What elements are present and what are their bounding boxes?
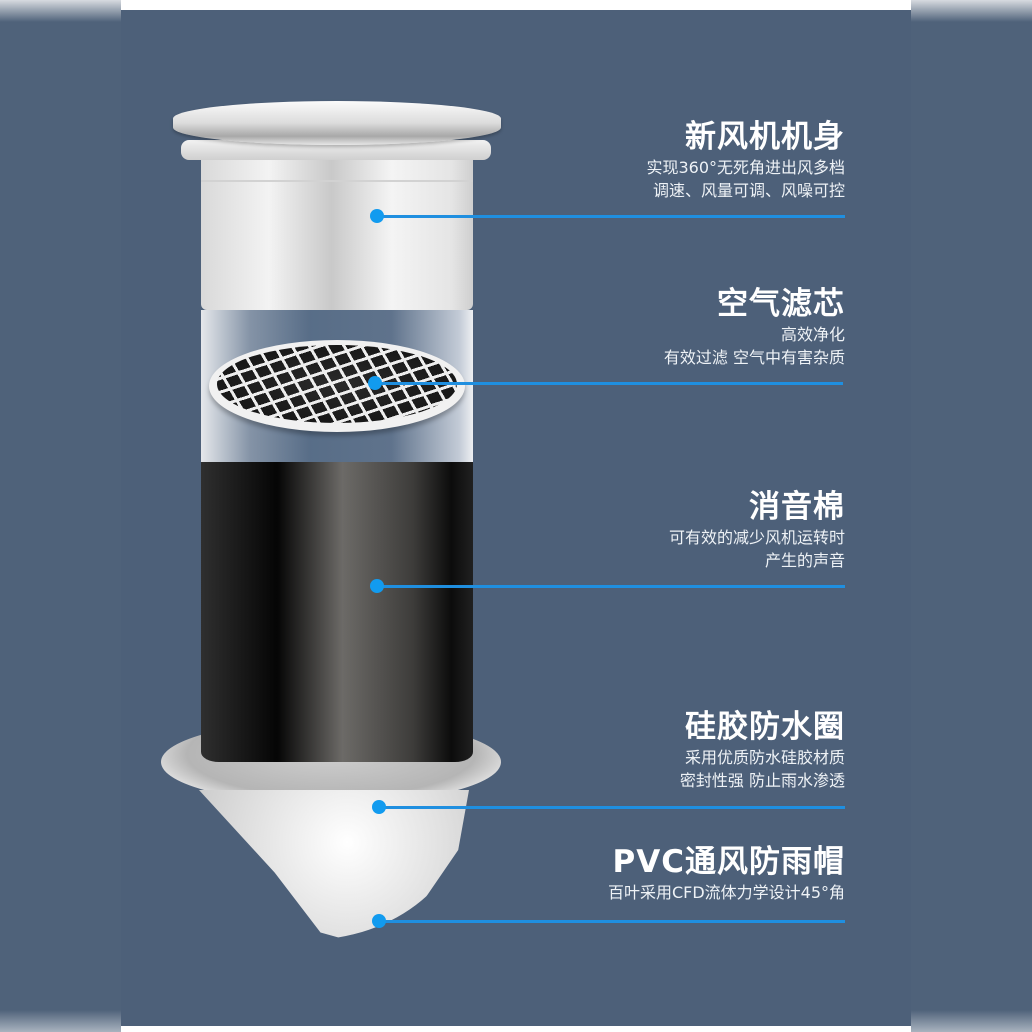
callout-dot-filter — [368, 376, 382, 390]
callout-line-foam — [379, 585, 845, 588]
top-cap-rim — [181, 140, 491, 160]
callout-rain-cap: PVC通风防雨帽 百叶采用CFD流体力学设计45°角 — [608, 843, 845, 904]
callout-desc-line: 实现360°无死角进出风多档 — [646, 158, 845, 177]
callout-dot-rain-cap — [372, 914, 386, 928]
bottom-white-strip — [121, 1026, 911, 1032]
fan-body-band — [201, 180, 473, 182]
callout-line-filter — [377, 382, 843, 385]
rain-cap-image — [199, 790, 469, 940]
callout-desc-line: 百叶采用CFD流体力学设计45°角 — [607, 883, 845, 902]
callout-desc-line: 密封性强 防止雨水渗透 — [679, 771, 845, 790]
callout-seal: 硅胶防水圈 采用优质防水硅胶材质 密封性强 防止雨水渗透 — [680, 708, 845, 792]
side-fade-bottom — [911, 1010, 1032, 1032]
top-white-strip — [121, 0, 911, 10]
callout-desc-line: 高效净化 — [780, 325, 845, 344]
right-side-strip — [911, 0, 1032, 1032]
callout-line-rain-cap — [381, 920, 845, 923]
callout-filter: 空气滤芯 高效净化 有效过滤 空气中有害杂质 — [664, 285, 845, 369]
callout-desc-line: 调速、风量可调、风噪可控 — [652, 181, 845, 200]
callout-body: 新风机机身 实现360°无死角进出风多档 调速、风量可调、风噪可控 — [646, 118, 845, 202]
callout-dot-foam — [370, 579, 384, 593]
side-fade-bottom — [0, 1010, 121, 1032]
side-fade-top — [0, 0, 121, 22]
callout-title: 消音棉 — [749, 489, 845, 525]
callout-line-seal — [381, 806, 845, 809]
callout-title: 新风机机身 — [685, 119, 845, 155]
sound-foam-image — [201, 462, 473, 762]
side-fade-top — [911, 0, 1032, 22]
callout-title: 硅胶防水圈 — [685, 709, 845, 745]
callout-title: 空气滤芯 — [717, 286, 845, 322]
callout-dot-body — [370, 209, 384, 223]
callout-foam: 消音棉 可有效的减少风机运转时 产生的声音 — [669, 488, 845, 572]
callout-desc-line: 可有效的减少风机运转时 — [668, 528, 845, 547]
fan-body-image — [201, 148, 473, 310]
callout-title: PVC通风防雨帽 — [612, 844, 845, 880]
left-side-strip — [0, 0, 121, 1032]
ventilator-illustration — [121, 0, 911, 1032]
callout-desc-line: 采用优质防水硅胶材质 — [684, 748, 845, 767]
top-cap-ring — [173, 101, 501, 145]
callout-desc-line: 有效过滤 空气中有害杂质 — [663, 348, 845, 367]
callout-dot-seal — [372, 800, 386, 814]
callout-line-body — [379, 215, 845, 218]
callout-desc-line: 产生的声音 — [764, 551, 845, 570]
product-infographic: 新风机机身 实现360°无死角进出风多档 调速、风量可调、风噪可控 空气滤芯 高… — [121, 0, 911, 1032]
